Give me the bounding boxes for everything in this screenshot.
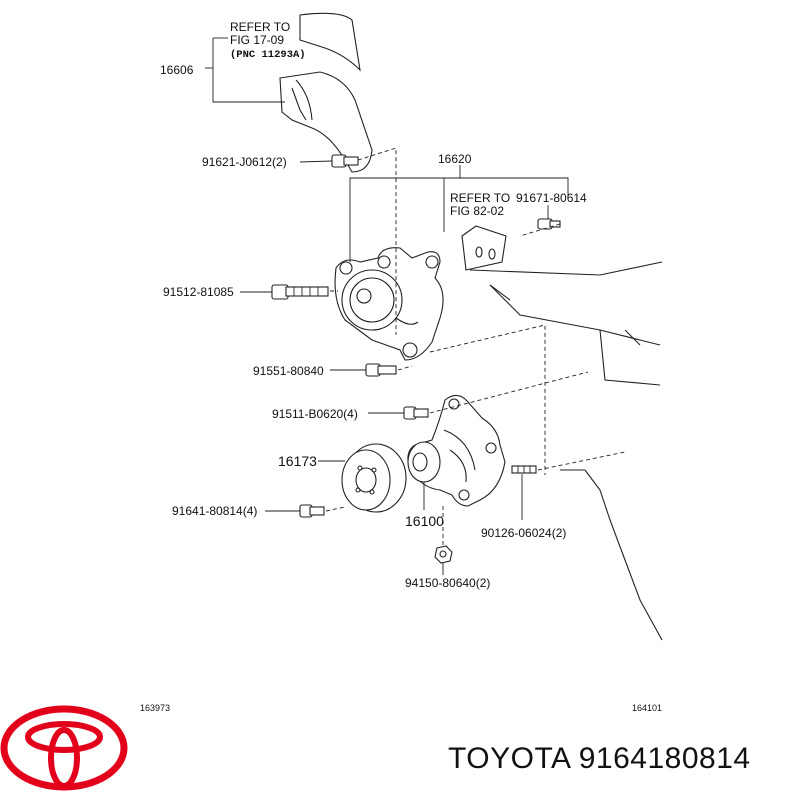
label-91551: 91551-80840 — [253, 364, 324, 378]
mount-bracket — [461, 225, 507, 271]
label-16173: 16173 — [278, 453, 317, 469]
nut-94150 — [434, 545, 453, 564]
footer-part-number: TOYOTA 9164180814 — [448, 742, 751, 775]
ref1-line3: (PNC 11293A) — [230, 49, 306, 61]
code-right: 164101 — [632, 703, 662, 713]
bolt-91671 — [537, 218, 561, 230]
ref1-line1: REFER TO — [230, 20, 290, 34]
engine-block-outline — [469, 261, 663, 641]
bolt-91551 — [365, 363, 397, 377]
bolt-91512 — [271, 284, 329, 300]
ref2-line1: REFER TO — [450, 191, 510, 205]
ref2-line2: FIG 82-02 — [450, 204, 504, 218]
bracket-16606 — [279, 71, 373, 173]
label-91671: 91671-80614 — [516, 191, 587, 205]
bolt-91511 — [403, 406, 429, 420]
water-pump-16100 — [407, 394, 506, 507]
leader-lines — [205, 37, 569, 575]
label-91512: 91512-81085 — [163, 285, 234, 299]
tensioner-16620 — [334, 247, 444, 361]
timing-cover-ref — [299, 12, 361, 72]
code-left: 163973 — [140, 703, 170, 713]
label-91621: 91621-J0612(2) — [202, 155, 287, 169]
label-16100: 16100 — [405, 513, 444, 529]
bolt-91621 — [331, 154, 359, 168]
pulley-16173 — [341, 443, 407, 513]
toyota-logo — [0, 705, 128, 791]
label-91641: 91641-80814(4) — [172, 504, 257, 518]
stud-90126 — [511, 465, 537, 474]
bolt-91641 — [299, 504, 325, 518]
label-16620: 16620 — [438, 152, 472, 166]
ref1-line2: FIG 17-09 — [230, 33, 284, 47]
label-16606: 16606 — [160, 63, 194, 77]
label-90126: 90126-06024(2) — [481, 526, 566, 540]
label-91511: 91511-B0620(4) — [272, 407, 358, 421]
label-94150: 94150-80640(2) — [405, 576, 490, 590]
assembly-dashed-lines — [325, 147, 626, 545]
